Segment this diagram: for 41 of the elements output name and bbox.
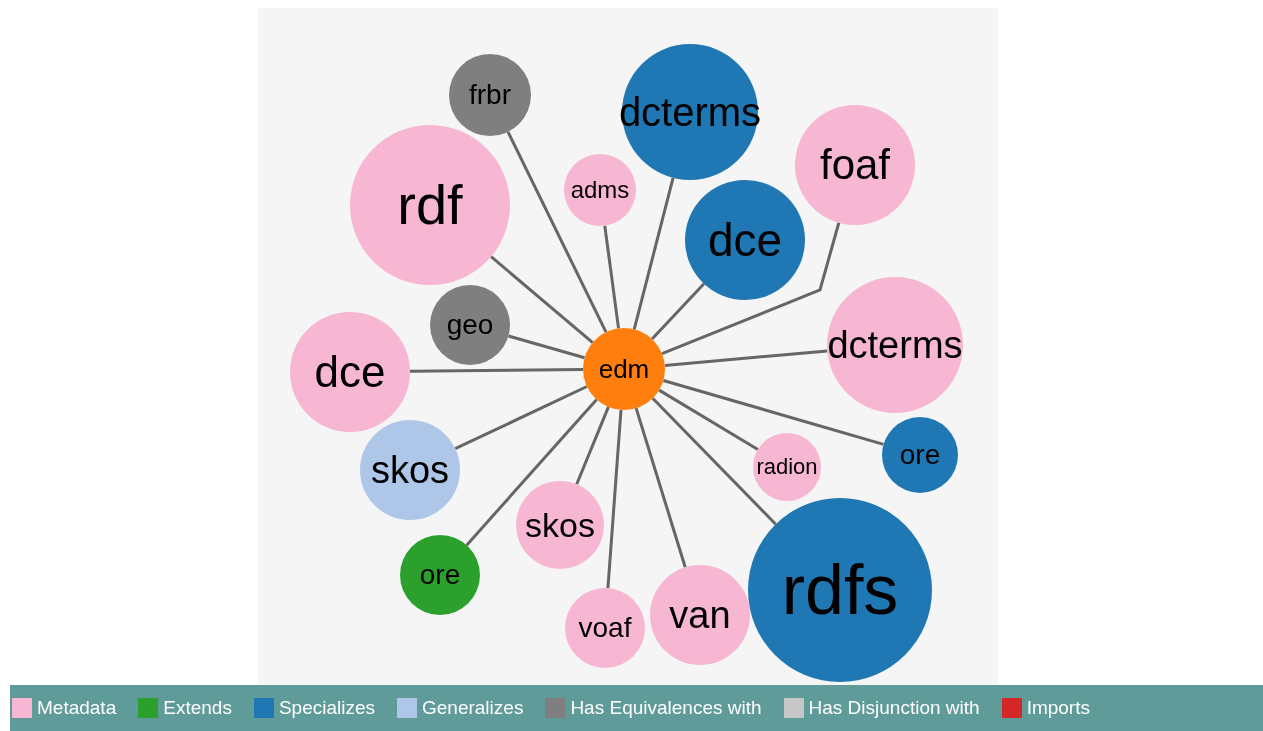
node-label: geo (446, 311, 494, 339)
node-label: skos (370, 451, 450, 489)
node-label: frbr (469, 81, 511, 109)
link-line (410, 367, 583, 373)
node-label: dcterms (827, 326, 963, 364)
link-line (575, 406, 610, 485)
legend-label: Extends (163, 695, 232, 720)
link-line (603, 225, 621, 329)
link-line (490, 255, 594, 344)
legend-label: Has Equivalences with (570, 695, 762, 720)
node-label: adms (570, 178, 630, 202)
node-label: skos (525, 508, 595, 542)
link-line (454, 385, 588, 450)
node-label: dce (707, 217, 783, 263)
link-line (662, 379, 884, 446)
legend-label: Generalizes (422, 695, 524, 720)
node-label: voaf (578, 614, 632, 642)
legend-label: Imports (1026, 695, 1090, 720)
node-label: rdf (397, 177, 463, 233)
node-label: radion (756, 456, 818, 478)
node-label: ore (899, 441, 941, 469)
legend-label: Specializes (278, 695, 375, 720)
node-label: foaf (819, 144, 891, 186)
node-label: van (669, 596, 731, 634)
legend-label: Metadata (37, 695, 117, 720)
link-line (465, 398, 598, 547)
link-line (506, 131, 608, 333)
legend-label: Has Disjunction with (808, 695, 980, 720)
link-line (658, 388, 759, 451)
link-line (632, 177, 675, 330)
link-line (664, 349, 828, 367)
link-line (508, 334, 585, 360)
link-line (661, 222, 841, 356)
node-label: ore (419, 561, 461, 589)
link-line (651, 397, 777, 526)
node-label: dce (314, 350, 386, 394)
link-line (650, 282, 706, 341)
link-line (606, 409, 623, 589)
link-line (634, 407, 687, 568)
node-label: edm (598, 356, 650, 382)
node-label: rdfs (781, 555, 899, 625)
